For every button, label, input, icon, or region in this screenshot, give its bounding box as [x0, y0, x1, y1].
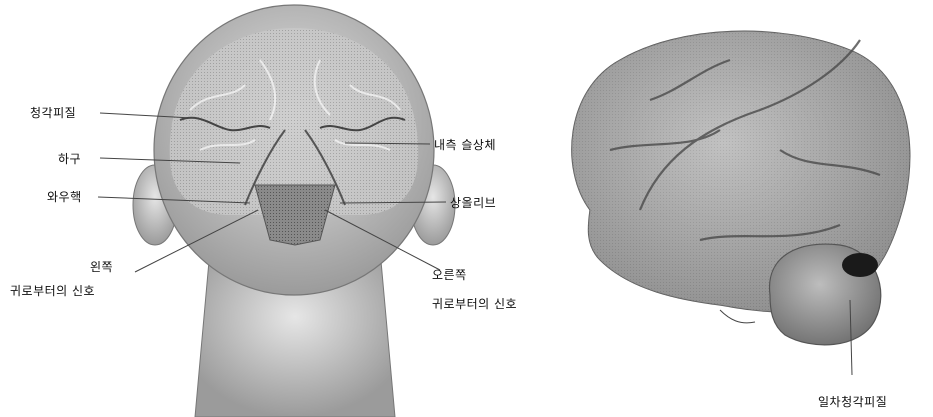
- label-right-ear-signal: 귀로부터의 신호: [432, 295, 517, 312]
- label-medial-geniculate: 내측 슬상체: [434, 136, 496, 153]
- label-left-ear-signal: 귀로부터의 신호: [10, 282, 95, 299]
- label-cochlear-nucleus: 와우핵: [47, 188, 82, 205]
- label-left-ear: 왼쪽: [90, 258, 113, 275]
- label-superior-olive: 상올리브: [450, 194, 496, 211]
- label-right-ear: 오른쪽: [432, 266, 467, 283]
- label-primary-auditory-cortex: 일차청각피질: [818, 393, 887, 410]
- brain-figure: [572, 31, 910, 345]
- label-auditory-cortex: 청각피질: [30, 104, 76, 121]
- label-inferior-colliculus: 하구: [58, 150, 81, 167]
- primary-auditory-cortex-spot: [842, 253, 878, 277]
- head-figure: [133, 5, 455, 417]
